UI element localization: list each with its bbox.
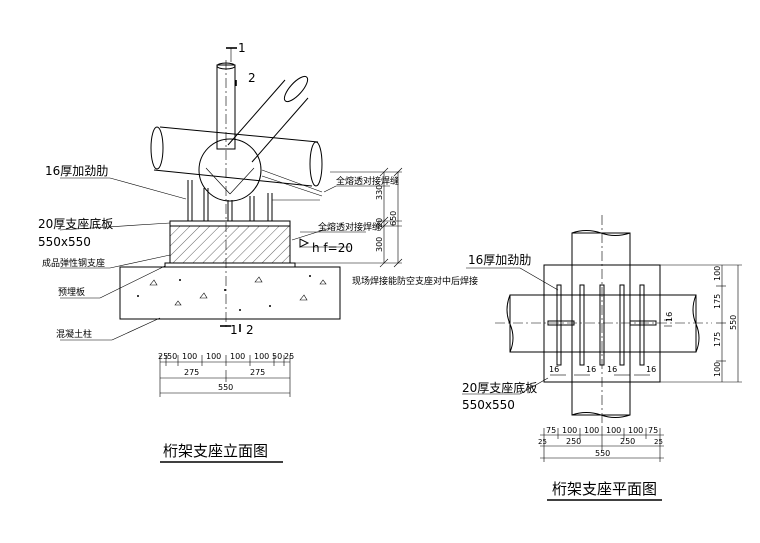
- section-mark-bottom-1: 1: [230, 323, 238, 337]
- plan-thk-16c: 16: [607, 365, 617, 374]
- dim-right-300: 300: [375, 237, 384, 252]
- dim-e-100a: 100: [182, 352, 197, 361]
- horizontal-tube-right-end: [309, 141, 323, 187]
- dim-e-25b: 25: [284, 352, 294, 361]
- plan-thk-16d: 16: [646, 365, 656, 374]
- plan-dim-175a: 175: [713, 294, 722, 309]
- elevation-view: 1 2: [38, 41, 478, 463]
- weld-label-upper: 全熔透对接焊缝: [336, 175, 399, 187]
- plan-dim-bottom: 75 100 100 100 100 75 25 25 250 250 550: [538, 426, 664, 462]
- leader-base-plate: 20厚支座底板 550x550: [38, 216, 171, 249]
- plan-dim-100c-h: 100: [606, 426, 621, 435]
- plan-dim-550: 550: [729, 315, 738, 330]
- elevation-title: 桁架支座立面图: [163, 442, 268, 460]
- dim-e-100b: 100: [206, 352, 221, 361]
- dim-e-100c: 100: [230, 352, 245, 361]
- dim-e-275a: 275: [184, 368, 199, 377]
- plan-vertical-tube: [571, 232, 631, 416]
- plan-thk-16b: 16: [586, 365, 596, 374]
- dim-right-330: 330: [375, 185, 384, 200]
- weld-callout-upper: 全熔透对接焊缝: [323, 175, 399, 193]
- label-base-plate-size: 550x550: [38, 235, 91, 249]
- plan-dim-75b: 75: [648, 426, 658, 435]
- node-circle: [198, 138, 262, 202]
- dim-right-elevation: 330 20 300 650: [295, 167, 403, 268]
- concrete-speckles: [137, 275, 327, 311]
- plan-leader-base-plate: 20厚支座底板 550x550: [462, 377, 549, 412]
- plan-label-base-plate: 20厚支座底板: [462, 380, 537, 395]
- concrete-column: [119, 266, 341, 320]
- plan-thk-16-right: 16: [665, 312, 674, 322]
- dim-right-20: 20: [375, 218, 384, 228]
- plan-dim-75a: 75: [546, 426, 556, 435]
- section-mark-bottom-2: 2: [246, 323, 254, 337]
- plan-thk-16a: 16: [549, 365, 559, 374]
- diagonal-tube: [227, 75, 309, 163]
- label-base-plate: 20厚支座底板: [38, 216, 113, 231]
- label-elastic-support: 成品弹性钢支座: [42, 257, 105, 269]
- plan-dim-100b-h: 100: [584, 426, 599, 435]
- plan-label-stiffener: 16厚加劲肋: [468, 252, 531, 267]
- section-mark-top-1: 1: [238, 41, 246, 55]
- dim-e-100d: 100: [254, 352, 269, 361]
- leader-embed-plate: 预埋板: [58, 265, 166, 299]
- plan-label-base-plate-size: 550x550: [462, 398, 515, 412]
- dim-right-650: 650: [389, 211, 398, 226]
- plan-leader-stiffener: 16厚加劲肋: [466, 252, 559, 291]
- weld-size-label: h f=20: [312, 241, 353, 255]
- note-site-weld: 现场焊接能防空支座对中后焊接: [352, 275, 478, 287]
- plan-stiffeners: [547, 284, 657, 366]
- plan-dim-550-h: 550: [595, 449, 610, 458]
- leader-stiffener: 16厚加劲肋: [45, 163, 187, 200]
- label-embed-plate: 预埋板: [58, 286, 85, 298]
- dim-e-550: 550: [218, 383, 233, 392]
- plan-horizontal-tube: [509, 294, 697, 353]
- plan-dim-100b: 100: [713, 362, 722, 377]
- plan-dim-right: 100 175 175 100 550: [660, 264, 742, 383]
- plan-dim-100a-h: 100: [562, 426, 577, 435]
- label-concrete-column: 混凝土柱: [56, 328, 92, 340]
- plan-view: 16厚加劲肋 20厚支座底板 550x550 16 16 16 16 16: [462, 215, 742, 501]
- plan-dim-25a: 25: [538, 438, 547, 446]
- plan-title: 桁架支座平面图: [552, 480, 657, 498]
- leader-elastic-support: 成品弹性钢支座: [42, 254, 171, 269]
- stiffeners-elevation: [187, 180, 273, 221]
- plan-dim-100d-h: 100: [628, 426, 643, 435]
- weld-label-lower: 全熔透对接焊缝: [318, 221, 381, 233]
- leader-concrete-column: 混凝土柱: [56, 317, 161, 341]
- plan-dim-250a: 250: [566, 437, 581, 446]
- dim-e-25a: 25: [158, 352, 168, 361]
- plan-dim-250b: 250: [620, 437, 635, 446]
- plan-stiffener-thk: 16 16 16 16 16: [549, 312, 674, 376]
- elastic-support-block: [169, 225, 291, 264]
- plan-dim-175b: 175: [713, 332, 722, 347]
- dim-e-275b: 275: [250, 368, 265, 377]
- plan-dim-25b: 25: [654, 438, 663, 446]
- horizontal-tube: [150, 126, 323, 187]
- dim-e-50b: 50: [272, 352, 282, 361]
- weld-callout-lower: 全熔透对接焊缝 h f=20: [291, 221, 381, 255]
- embed-plate: [164, 262, 296, 268]
- base-plate: [169, 220, 291, 227]
- dim-bottom-elevation: 25 50 100 100 100 100 50 25 275 275 550: [158, 352, 294, 397]
- label-stiffener: 16厚加劲肋: [45, 163, 108, 178]
- section-mark-top-2: 2: [248, 71, 256, 85]
- horizontal-tube-left-end: [150, 126, 164, 170]
- plan-dim-100a: 100: [713, 266, 722, 281]
- dim-e-50a: 50: [167, 352, 177, 361]
